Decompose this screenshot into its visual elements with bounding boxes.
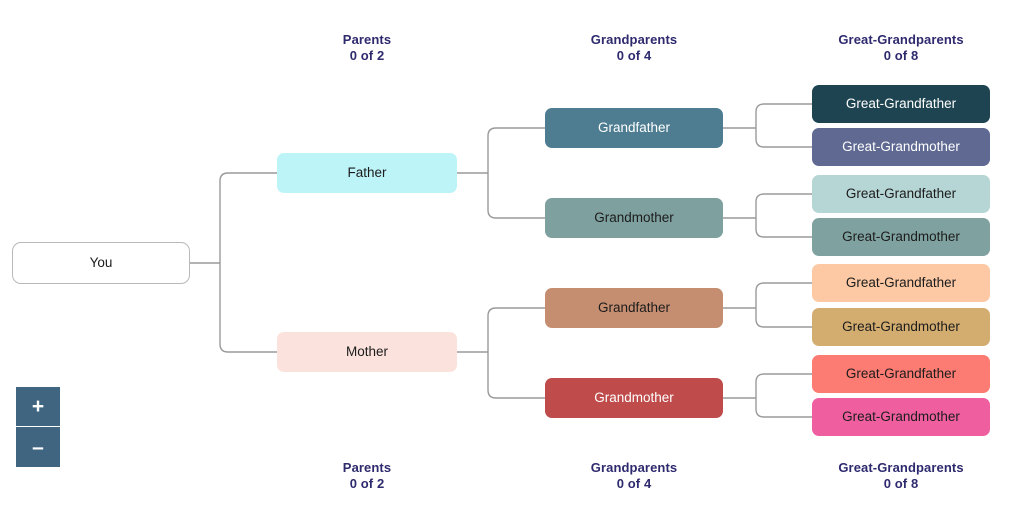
header-grandparents-count: 0 of 4 [616, 48, 652, 63]
footer-label-grandparents: Grandparents 0 of 4 [545, 460, 723, 492]
node-maternal-grandfather[interactable]: Grandfather [545, 288, 723, 328]
header-parents-title: Parents [342, 32, 392, 47]
node-great-grandmother-4[interactable]: Great-Grandmother [812, 398, 990, 436]
footer-label-great-grandparents: Great-Grandparents 0 of 8 [812, 460, 990, 492]
node-mother[interactable]: Mother [277, 332, 457, 372]
header-label-grandparents: Grandparents 0 of 4 [545, 32, 723, 64]
footer-grandparents-title: Grandparents [590, 460, 678, 475]
footer-great-grandparents-title: Great-Grandparents [838, 460, 964, 475]
node-great-grandmother-1[interactable]: Great-Grandmother [812, 128, 990, 166]
zoom-out-button[interactable]: – [16, 427, 60, 467]
node-great-grandmother-2[interactable]: Great-Grandmother [812, 218, 990, 256]
footer-great-grandparents-count: 0 of 8 [883, 476, 919, 491]
node-maternal-grandmother[interactable]: Grandmother [545, 378, 723, 418]
header-great-grandparents-title: Great-Grandparents [838, 32, 964, 47]
zoom-controls: + – [16, 387, 60, 467]
node-paternal-grandfather[interactable]: Grandfather [545, 108, 723, 148]
zoom-in-button[interactable]: + [16, 387, 60, 427]
node-great-grandfather-4[interactable]: Great-Grandfather [812, 355, 990, 393]
node-paternal-grandmother[interactable]: Grandmother [545, 198, 723, 238]
node-great-grandfather-2[interactable]: Great-Grandfather [812, 175, 990, 213]
footer-parents-count: 0 of 2 [349, 476, 385, 491]
footer-grandparents-count: 0 of 4 [616, 476, 652, 491]
node-great-grandmother-3[interactable]: Great-Grandmother [812, 308, 990, 346]
node-great-grandfather-1[interactable]: Great-Grandfather [812, 85, 990, 123]
node-great-grandfather-3[interactable]: Great-Grandfather [812, 264, 990, 302]
header-label-parents: Parents 0 of 2 [277, 32, 457, 64]
header-label-great-grandparents: Great-Grandparents 0 of 8 [812, 32, 990, 64]
node-father[interactable]: Father [277, 153, 457, 193]
node-you[interactable]: You [12, 242, 190, 284]
header-great-grandparents-count: 0 of 8 [883, 48, 919, 63]
footer-label-parents: Parents 0 of 2 [277, 460, 457, 492]
footer-parents-title: Parents [342, 460, 392, 475]
header-parents-count: 0 of 2 [349, 48, 385, 63]
header-grandparents-title: Grandparents [590, 32, 678, 47]
